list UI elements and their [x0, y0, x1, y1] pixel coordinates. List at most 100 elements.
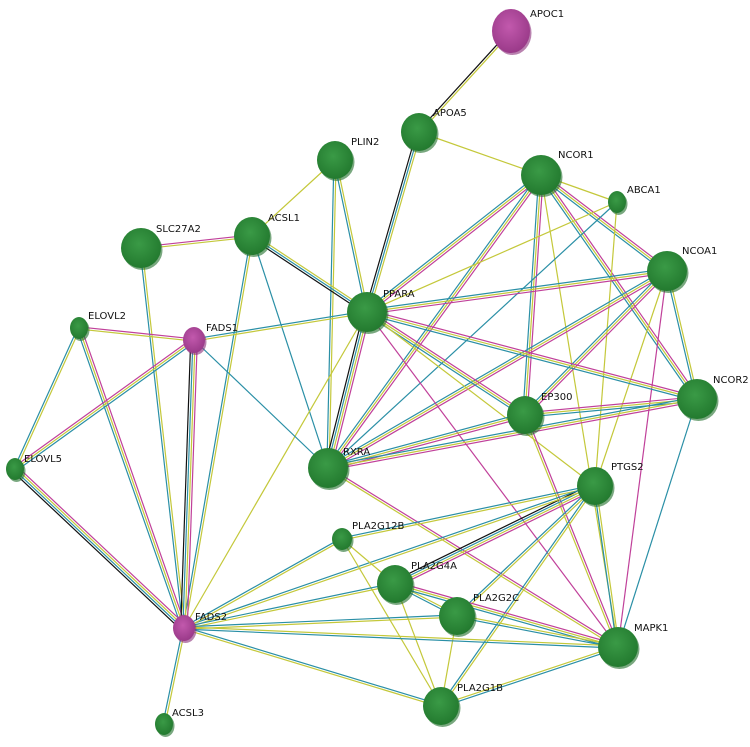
node-apoa5[interactable] — [401, 113, 437, 151]
edge-pla2g2c-mapk1 — [456, 614, 619, 649]
edge-line-magenta — [80, 327, 187, 628]
edge-rxra-mapk1 — [327, 466, 619, 649]
node-slc27a2[interactable] — [121, 228, 161, 268]
edge-line-teal — [394, 484, 595, 584]
node-fads1[interactable] — [183, 327, 205, 353]
edge-line-magenta — [328, 272, 669, 471]
edge-ncor1-rxra — [325, 173, 544, 470]
node-acsl1[interactable] — [234, 217, 270, 255]
node-rxra[interactable] — [308, 448, 348, 488]
node-plin2[interactable] — [317, 141, 353, 179]
edge-line-teal — [326, 159, 335, 468]
edge-pla2g1b-mapk1 — [440, 645, 619, 708]
edge-line-magenta — [396, 488, 597, 588]
edge-ncoa1-mapk1 — [617, 270, 668, 648]
edge-line-teal — [184, 626, 442, 706]
node-elovl2[interactable] — [70, 317, 88, 339]
edge-apoa5-ppara — [364, 131, 422, 313]
edge-line-yellow — [194, 312, 368, 342]
node-ep300[interactable] — [507, 396, 543, 434]
edge-ptgs2-fads2 — [183, 484, 596, 630]
edge-line-yellow — [366, 201, 618, 313]
edge-elovl2-fads2 — [76, 327, 187, 629]
edge-ptgs2-pla2g2c — [455, 484, 597, 618]
edge-line-teal — [327, 201, 618, 469]
node-label-pla2g1b: PLA2G1B — [457, 683, 503, 694]
node-pla2g4a[interactable] — [377, 565, 413, 603]
edge-line-teal — [523, 269, 666, 414]
edge-line-black — [180, 339, 192, 628]
edge-line-yellow — [184, 616, 458, 630]
edge-ptgs2-mapk1 — [593, 485, 620, 648]
edge-line-magenta — [366, 311, 619, 648]
node-ppara[interactable] — [347, 292, 387, 332]
edge-line-yellow — [184, 486, 596, 630]
edge-line-teal — [193, 310, 367, 340]
node-label-ncoa1: NCOA1 — [682, 246, 717, 257]
edge-line-yellow — [164, 628, 186, 725]
edge-line-yellow — [595, 485, 620, 647]
node-label-pla2g2c: PLA2G2C — [473, 593, 519, 604]
edge-line-teal — [617, 398, 698, 648]
node-label-acsl1: ACSL1 — [268, 213, 300, 224]
edge-line-magenta — [367, 309, 698, 398]
edge-ppara-rxra — [324, 311, 371, 469]
node-ncor1[interactable] — [521, 155, 561, 195]
edge-ppara-ep300 — [365, 309, 527, 418]
node-label-elovl2: ELOVL2 — [88, 311, 126, 322]
edge-ncor1-ncoa1 — [539, 172, 669, 274]
edge-line-yellow — [184, 584, 396, 630]
node-fads2[interactable] — [173, 615, 195, 641]
edge-line-teal — [341, 484, 595, 539]
edge-line-black — [324, 311, 365, 468]
edge-pla2g2c-fads2 — [183, 614, 458, 630]
node-elovl5[interactable] — [6, 458, 24, 480]
node-label-apoa5: APOA5 — [433, 108, 467, 119]
edge-line-yellow — [78, 327, 185, 629]
edge-ep300-mapk1 — [523, 414, 620, 648]
edge-plin2-ppara — [333, 159, 369, 313]
edge-line-teal — [13, 327, 79, 469]
node-ncoa1[interactable] — [647, 251, 687, 291]
edge-line-black — [12, 470, 183, 631]
edge-fads2-mapk1 — [183, 626, 619, 649]
edge-ncor2-mapk1 — [617, 398, 698, 648]
node-mapk1[interactable] — [598, 627, 638, 667]
edge-acsl1-rxra — [251, 235, 329, 469]
edge-line-black — [250, 237, 367, 315]
edge-line-yellow — [457, 614, 619, 647]
edge-ptgs2-pla2g12b — [341, 484, 596, 541]
nodes-layer — [6, 9, 719, 737]
edge-line-magenta — [328, 466, 619, 647]
edge-line-magenta — [328, 400, 698, 471]
edge-line-magenta — [330, 312, 371, 469]
edge-line-teal — [13, 469, 184, 630]
edge-line-yellow — [440, 645, 618, 706]
edge-line-yellow — [366, 174, 542, 313]
node-acsl3[interactable] — [155, 713, 173, 735]
node-abca1[interactable] — [608, 191, 626, 213]
edge-line-yellow — [327, 398, 698, 469]
edge-line-yellow — [366, 270, 668, 313]
node-label-ncor1: NCOR1 — [558, 150, 594, 161]
edge-apoa5-ncor1 — [418, 131, 542, 176]
edge-elovl5-fads1 — [13, 337, 196, 472]
edge-line-teal — [439, 485, 595, 706]
edge-line-yellow — [251, 159, 336, 237]
edge-line-yellow — [366, 311, 596, 487]
node-pla2g2c[interactable] — [439, 597, 475, 635]
node-apoc1[interactable] — [492, 9, 530, 53]
node-pla2g12b[interactable] — [332, 528, 352, 550]
node-label-fads2: FADS2 — [195, 612, 227, 623]
node-pla2g1b[interactable] — [423, 687, 459, 725]
edge-line-magenta — [524, 396, 697, 414]
edge-line-teal — [522, 174, 540, 415]
labels-layer: APOC1APOA5PLIN2NCOR1ABCA1SLC27A2ACSL1NCO… — [24, 9, 749, 719]
edge-line-yellow — [328, 160, 337, 469]
edge-line-teal — [327, 396, 697, 467]
node-label-elovl5: ELOVL5 — [24, 454, 62, 465]
edge-line-teal — [183, 484, 595, 628]
node-ncor2[interactable] — [677, 379, 717, 419]
edge-fads2-acsl3 — [162, 627, 186, 725]
node-ptgs2[interactable] — [577, 467, 613, 505]
